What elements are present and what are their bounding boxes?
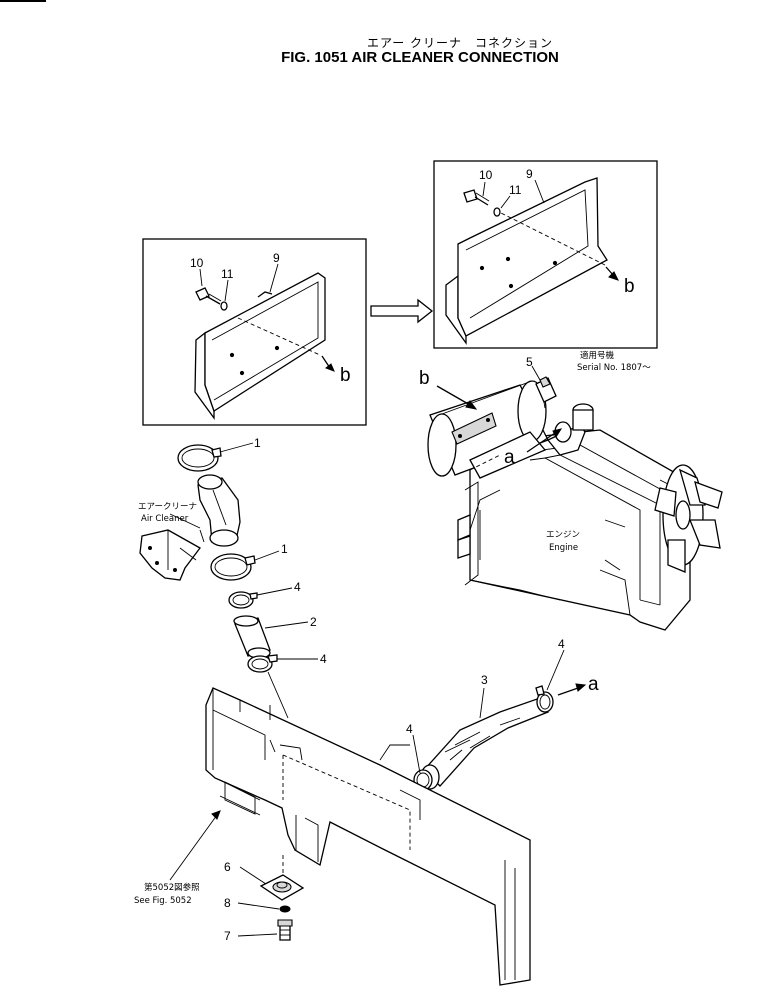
air-cleaner-bracket bbox=[139, 529, 201, 581]
callout-2: 2 bbox=[310, 615, 317, 629]
callout-9-left: 9 bbox=[273, 251, 280, 265]
inset-right-frame bbox=[433, 160, 658, 349]
serial-note: Serial No. 1807～ bbox=[577, 363, 651, 373]
callout-b-right: b bbox=[624, 276, 635, 297]
callout-1-lower: 1 bbox=[281, 542, 288, 556]
bracket-left bbox=[194, 272, 326, 420]
see-fig-label: See Fig. 5052 bbox=[134, 896, 192, 906]
callout-6: 6 bbox=[224, 860, 231, 874]
callout-9-right: 9 bbox=[526, 167, 533, 181]
inset-left: 10 11 9 b bbox=[142, 238, 367, 426]
callout-8: 8 bbox=[224, 896, 231, 910]
callout-3: 3 bbox=[481, 673, 488, 687]
callout-10-left: 10 bbox=[190, 256, 204, 270]
callout-1-upper: 1 bbox=[254, 436, 261, 450]
bolt-left bbox=[195, 287, 222, 305]
inset-left-frame bbox=[142, 238, 367, 426]
part-7-bolt bbox=[279, 924, 291, 941]
hood-cover bbox=[205, 687, 531, 986]
callout-4-c: 4 bbox=[406, 722, 413, 736]
fan-icon bbox=[654, 464, 723, 573]
clamp-4-a bbox=[228, 591, 254, 609]
callout-b-left: b bbox=[340, 365, 351, 386]
inset-right: 10 11 9 b bbox=[433, 160, 658, 349]
see-fig-label-japanese: 第5052図参照 bbox=[144, 882, 200, 893]
clamp-1-lower bbox=[210, 553, 252, 581]
callout-4-b: 4 bbox=[320, 652, 327, 666]
bracket-right bbox=[445, 177, 608, 346]
callout-4-a: 4 bbox=[294, 580, 301, 594]
engine-label-japanese: エンジン bbox=[546, 530, 580, 540]
engine-assembly bbox=[457, 429, 723, 631]
callout-11-right: 11 bbox=[509, 183, 522, 197]
callout-11-left: 11 bbox=[221, 267, 234, 281]
pipe-3-assembly: 4 4 3 a bbox=[406, 637, 599, 791]
clamp-4-b bbox=[247, 655, 273, 673]
air-cleaner-on-engine bbox=[427, 365, 594, 479]
air-cleaner-label: Air Cleaner bbox=[141, 514, 189, 524]
transition-arrow bbox=[370, 298, 434, 324]
serial-note-japanese: 適用号機 bbox=[580, 350, 615, 361]
callout-b-engine: b bbox=[419, 368, 430, 389]
air-cleaner-label-japanese: エアークリーナ bbox=[138, 502, 197, 512]
drain-parts: 6 8 7 bbox=[224, 855, 305, 943]
callout-a-pipe: a bbox=[588, 674, 599, 695]
air-cleaner-intake: 1 エアークリーナ Air Cleaner 1 4 2 bbox=[138, 436, 327, 719]
washer-left bbox=[220, 301, 228, 311]
callout-7: 7 bbox=[224, 929, 231, 943]
callout-a-engine: a bbox=[504, 447, 515, 468]
clamp-1-upper bbox=[177, 444, 219, 472]
pipe-3 bbox=[423, 697, 549, 787]
washer-right bbox=[493, 207, 501, 217]
engine-label: Engine bbox=[549, 543, 578, 553]
mounting-plate bbox=[451, 412, 497, 445]
callout-5: 5 bbox=[526, 355, 533, 369]
engine-hood bbox=[205, 687, 531, 986]
figure-title-japanese: エアー クリーナ コネクション bbox=[366, 36, 554, 50]
callout-4-d: 4 bbox=[558, 637, 565, 651]
part-8-washer bbox=[279, 905, 291, 913]
callout-10-right: 10 bbox=[479, 168, 493, 182]
bolt-right bbox=[463, 189, 490, 206]
corner-mark bbox=[0, 0, 46, 2]
figure-title: FIG. 1051 AIR CLEANER CONNECTION bbox=[281, 49, 559, 66]
dust-indicator bbox=[535, 376, 557, 409]
